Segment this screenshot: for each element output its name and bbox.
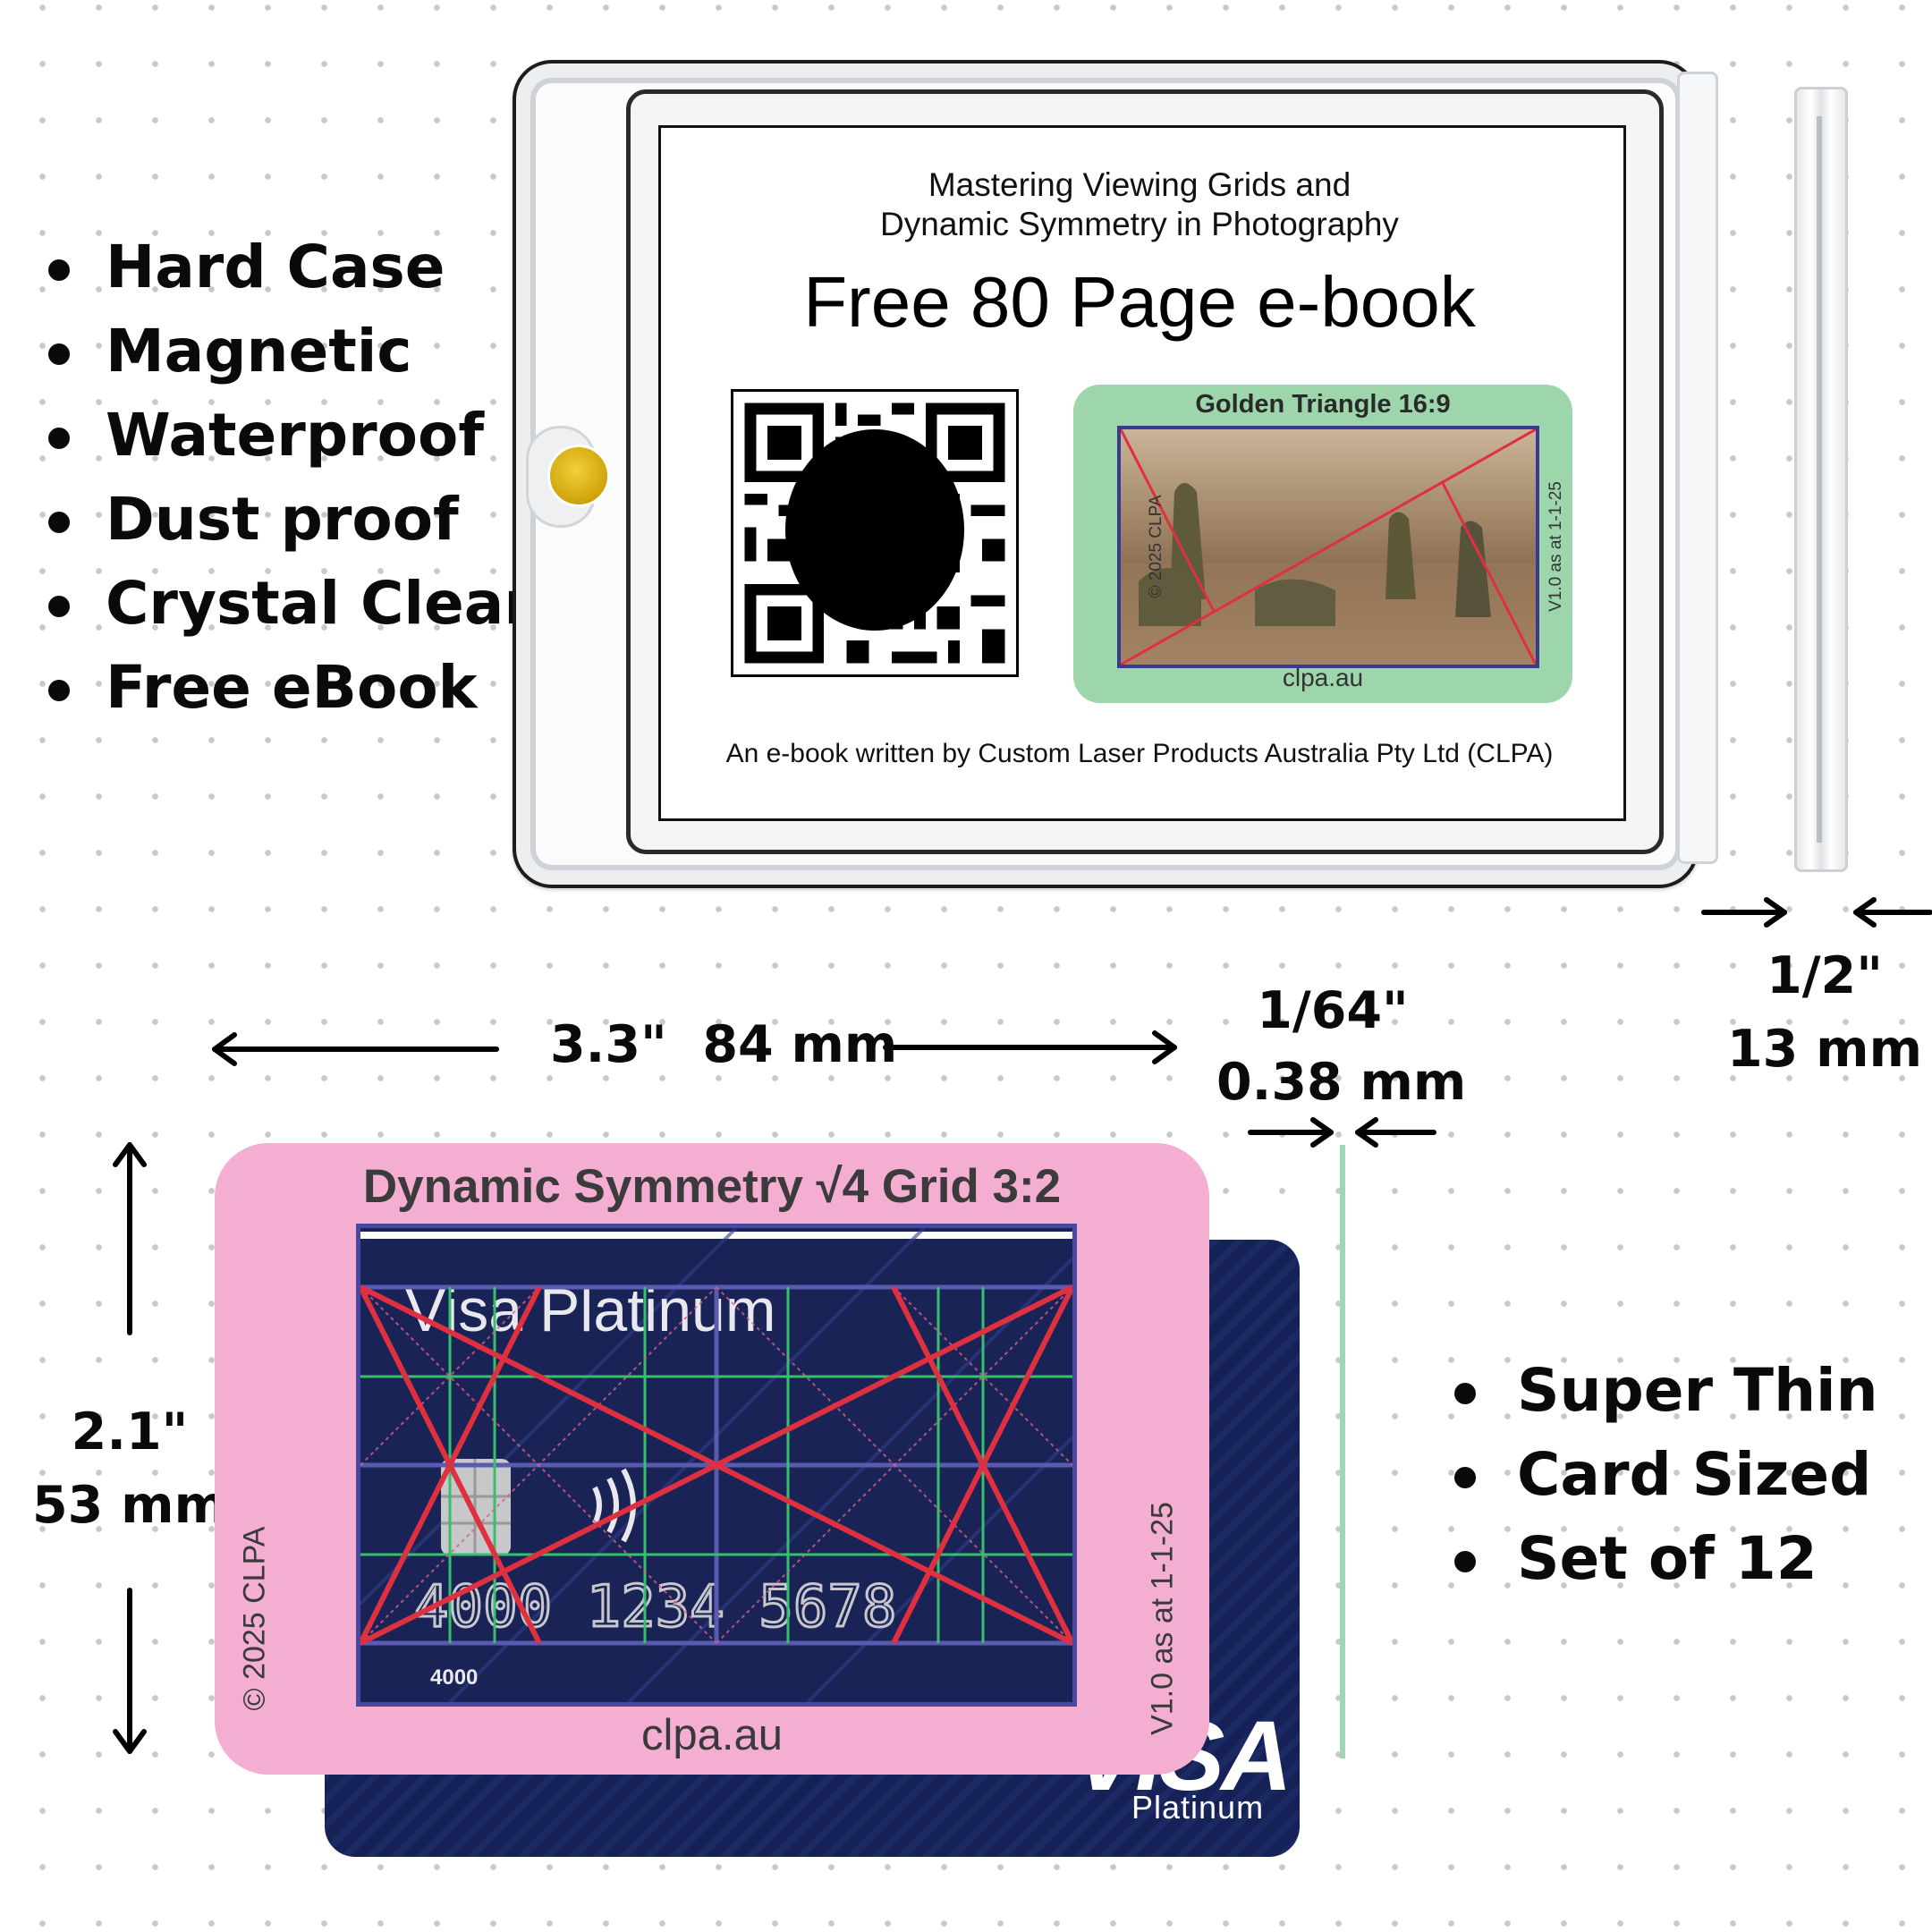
height-mm: 53 mm bbox=[32, 1476, 227, 1535]
bullet-dot bbox=[48, 259, 70, 281]
golden-triangle-overlay bbox=[1121, 429, 1536, 665]
golden-card-url: clpa.au bbox=[1282, 664, 1364, 691]
grid-card-version: V1.0 as at 1-1-25 bbox=[1145, 1502, 1180, 1735]
bullet-dot bbox=[48, 428, 70, 449]
width-inches: 3.3" bbox=[550, 1015, 667, 1074]
golden-card-photo bbox=[1117, 426, 1539, 668]
window-card-number: 4000 1234 5678 bbox=[414, 1574, 896, 1640]
bullet-dot bbox=[1454, 1383, 1476, 1404]
qr-redaction-circle bbox=[785, 429, 964, 631]
case-thickness-mm: 13 mm bbox=[1727, 1020, 1922, 1079]
card-edge-profile bbox=[1340, 1145, 1345, 1758]
grid-card-url: clpa.au bbox=[640, 1711, 783, 1759]
width-dimension-label: 3.3" 84 mm bbox=[550, 1015, 897, 1074]
card-thickness-mm: 0.38 mm bbox=[1216, 1053, 1467, 1112]
case-thickness-label: 1/2" 13 mm bbox=[1726, 939, 1923, 1086]
insert-subtitle-line2: Dynamic Symmetry in Photography bbox=[880, 206, 1399, 242]
feature-list-right: Super Thin Card Sized Set of 12 bbox=[1451, 1349, 1878, 1601]
feature-label: Magnetic bbox=[106, 317, 412, 386]
feature-label: Dust proof bbox=[106, 485, 459, 554]
insert-title: Free 80 Page e-book bbox=[803, 262, 1476, 342]
case-thickness-inches: 1/2" bbox=[1767, 946, 1883, 1005]
bullet-dot bbox=[48, 512, 70, 533]
magnet-icon bbox=[547, 445, 610, 507]
feature-item: Card Sized bbox=[1451, 1433, 1878, 1517]
height-inches: 2.1" bbox=[71, 1402, 189, 1462]
card-thickness-label: 1/64" 0.38 mm bbox=[1216, 975, 1467, 1118]
height-dimension-label: 2.1" 53 mm bbox=[27, 1395, 233, 1542]
case-side-profile bbox=[1794, 87, 1848, 872]
feature-label: Card Sized bbox=[1517, 1440, 1872, 1509]
bullet-dot bbox=[48, 680, 70, 701]
width-mm: 84 mm bbox=[702, 1015, 898, 1074]
grid-card-title: Dynamic Symmetry √4 Grid 3:2 bbox=[362, 1160, 1062, 1213]
feature-item: Free eBook bbox=[45, 646, 533, 730]
feature-item: Super Thin bbox=[1451, 1349, 1878, 1433]
insert-footer: An e-book written by Custom Laser Produc… bbox=[725, 739, 1554, 768]
feature-item: Dust proof bbox=[45, 478, 533, 562]
feature-item: Hard Case bbox=[45, 225, 533, 309]
grid-card-window: Visa Platinum 4000 1234 5678 4000 bbox=[356, 1224, 1077, 1707]
feature-label: Waterproof bbox=[106, 401, 485, 470]
window-small-number: 4000 bbox=[430, 1665, 478, 1690]
feature-label: Crystal Clear bbox=[106, 569, 533, 638]
bullet-dot bbox=[1454, 1551, 1476, 1572]
grid-card-copyright: © 2025 CLPA bbox=[237, 1526, 272, 1711]
grid-overlay: Visa Platinum 4000 1234 5678 4000 bbox=[360, 1228, 1072, 1702]
case-rail bbox=[1677, 72, 1718, 864]
feature-item: Waterproof bbox=[45, 394, 533, 478]
feature-label: Free eBook bbox=[106, 653, 478, 722]
golden-card-title: Golden Triangle 16:9 bbox=[1195, 390, 1451, 419]
bullet-dot bbox=[1454, 1467, 1476, 1488]
feature-list-left: Hard Case Magnetic Waterproof Dust proof… bbox=[45, 225, 533, 730]
bullet-dot bbox=[48, 343, 70, 365]
bullet-dot bbox=[48, 596, 70, 617]
feature-label: Set of 12 bbox=[1517, 1524, 1818, 1593]
feature-item: Set of 12 bbox=[1451, 1517, 1878, 1601]
feature-item: Magnetic bbox=[45, 309, 533, 394]
feature-label: Super Thin bbox=[1517, 1356, 1878, 1425]
insert-subtitle-line1: Mastering Viewing Grids and bbox=[928, 166, 1352, 203]
feature-label: Hard Case bbox=[106, 233, 445, 301]
feature-item: Crystal Clear bbox=[45, 562, 533, 646]
visa-tier: Platinum bbox=[1131, 1789, 1265, 1826]
card-thickness-inches: 1/64" bbox=[1257, 981, 1409, 1040]
